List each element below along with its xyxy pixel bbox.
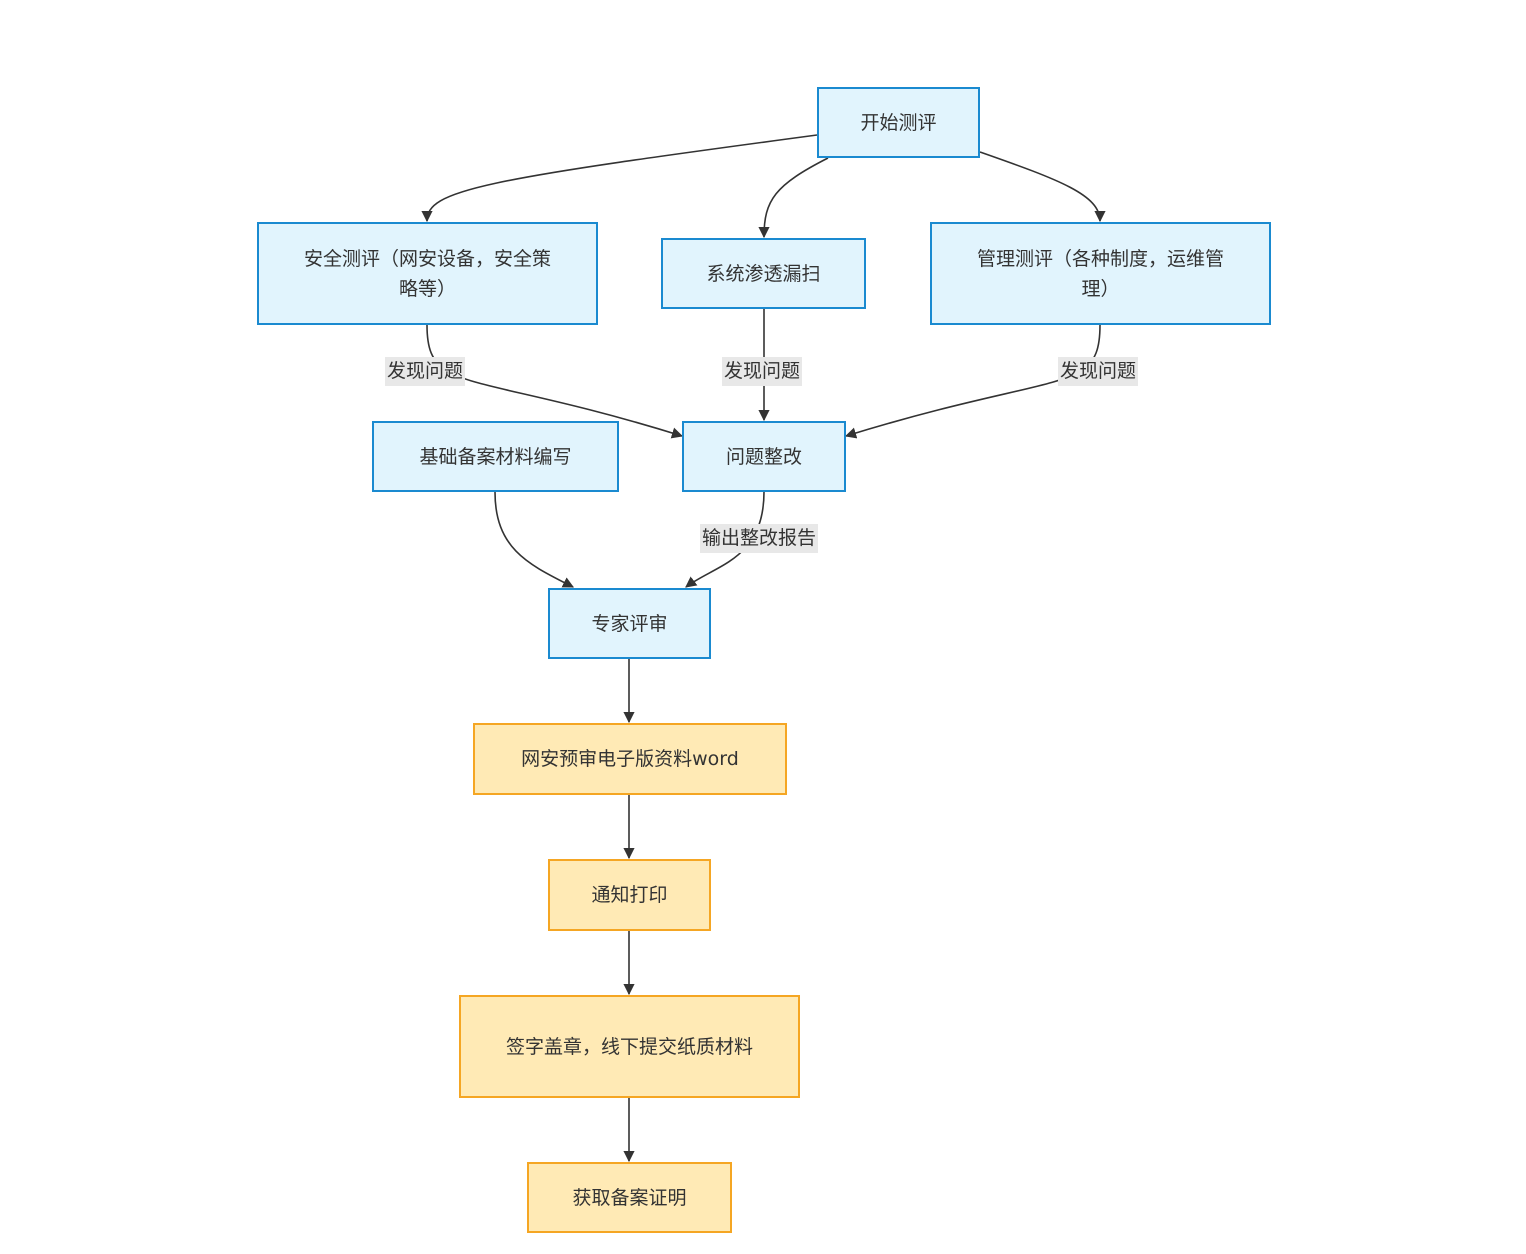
- node-pentest-scan[interactable]: 系统渗透漏扫: [661, 238, 866, 309]
- node-sign-stamp-submit[interactable]: 签字盖章，线下提交纸质材料: [459, 995, 800, 1098]
- edge-label-management-fix: 发现问题: [1058, 357, 1139, 386]
- edge-fix-expert: [685, 491, 765, 588]
- node-security-assessment-label: 安全测评（网安设备，安全策略等）: [303, 247, 551, 300]
- node-expert-review[interactable]: 专家评审: [548, 588, 711, 659]
- edge-security-fix: [426, 324, 684, 439]
- edge-label-fix-expert: 输出整改报告: [700, 524, 819, 553]
- node-word-materials-label: 网安预审电子版资料word: [521, 748, 739, 770]
- node-get-certificate[interactable]: 获取备案证明: [527, 1162, 732, 1233]
- node-start-label: 开始测评: [860, 111, 937, 134]
- edge-start-pentest: [758, 157, 829, 239]
- node-basic-materials[interactable]: 基础备案材料编写: [372, 421, 619, 492]
- node-sign-stamp-submit-label: 签字盖章，线下提交纸质材料: [505, 1035, 753, 1058]
- node-issue-fix-label: 问题整改: [725, 445, 802, 468]
- node-get-certificate-label: 获取备案证明: [572, 1186, 687, 1209]
- edge-start-management: [979, 151, 1106, 223]
- node-pentest-scan-label: 系统渗透漏扫: [706, 262, 821, 285]
- edge-label-security-fix: 发现问题: [385, 357, 466, 386]
- edge-start-security: [421, 134, 818, 223]
- node-expert-review-label: 专家评审: [591, 612, 668, 635]
- edge-basic-expert: [494, 491, 574, 588]
- node-security-assessment[interactable]: 安全测评（网安设备，安全策略等）: [257, 222, 598, 325]
- node-notify-print-label: 通知打印: [591, 884, 668, 906]
- node-basic-materials-label: 基础备案材料编写: [419, 445, 572, 468]
- node-notify-print[interactable]: 通知打印: [548, 859, 711, 931]
- node-issue-fix[interactable]: 问题整改: [682, 421, 846, 492]
- node-start[interactable]: 开始测评: [817, 87, 980, 158]
- node-management-assessment[interactable]: 管理测评（各种制度，运维管理）: [930, 222, 1271, 325]
- node-management-assessment-label: 管理测评（各种制度，运维管理）: [976, 247, 1224, 300]
- node-word-materials[interactable]: 网安预审电子版资料word: [473, 723, 787, 795]
- edge-label-pentest-fix: 发现问题: [722, 357, 803, 386]
- edge-management-fix: [844, 324, 1101, 439]
